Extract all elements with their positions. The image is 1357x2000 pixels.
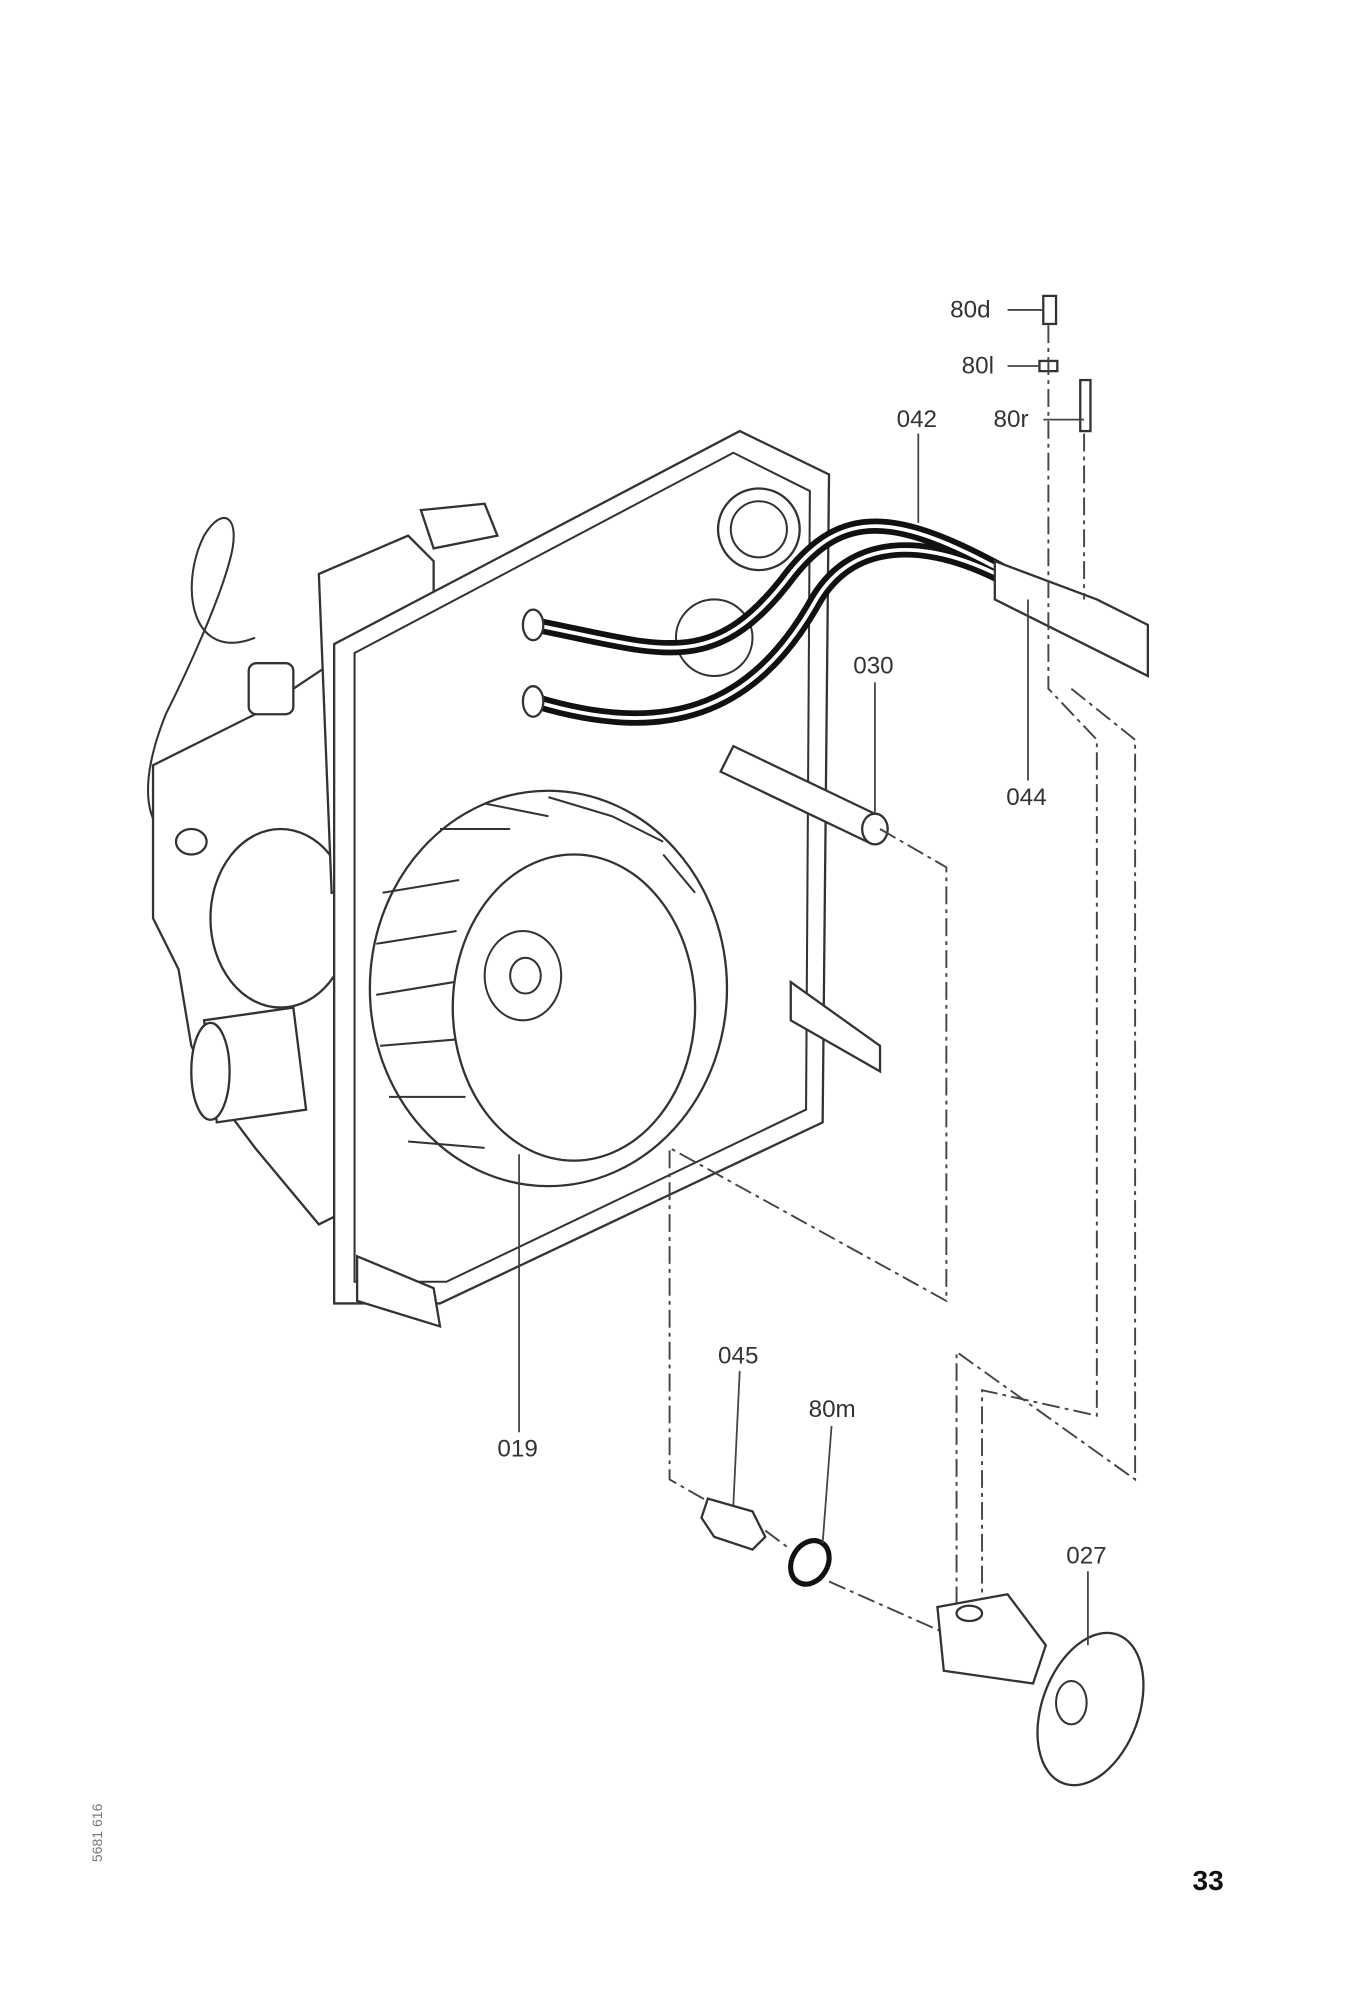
label-027: 027 bbox=[1066, 1543, 1106, 1570]
o-ring-80m bbox=[788, 1538, 832, 1587]
label-044: 044 bbox=[1006, 784, 1046, 811]
label-042: 042 bbox=[897, 406, 937, 433]
screw-80r bbox=[1079, 378, 1092, 433]
drawing-code: 5681 616 bbox=[89, 1803, 105, 1862]
page-number: 33 bbox=[1192, 1865, 1223, 1896]
label-80m: 80m bbox=[809, 1396, 856, 1423]
burner-head-027 bbox=[936, 1592, 1145, 1787]
fan-impeller bbox=[368, 789, 729, 1188]
label-045: 045 bbox=[718, 1342, 758, 1369]
label-019: 019 bbox=[497, 1436, 537, 1463]
label-030: 030 bbox=[853, 652, 893, 679]
electrode-bracket-044 bbox=[993, 559, 1150, 678]
screw-80d bbox=[1042, 294, 1058, 326]
label-80l: 80l bbox=[962, 353, 994, 380]
label-80d: 80d bbox=[950, 297, 990, 324]
label-80r: 80r bbox=[994, 406, 1029, 433]
capillary-tube bbox=[147, 516, 256, 843]
nozzle-045 bbox=[700, 1497, 767, 1551]
